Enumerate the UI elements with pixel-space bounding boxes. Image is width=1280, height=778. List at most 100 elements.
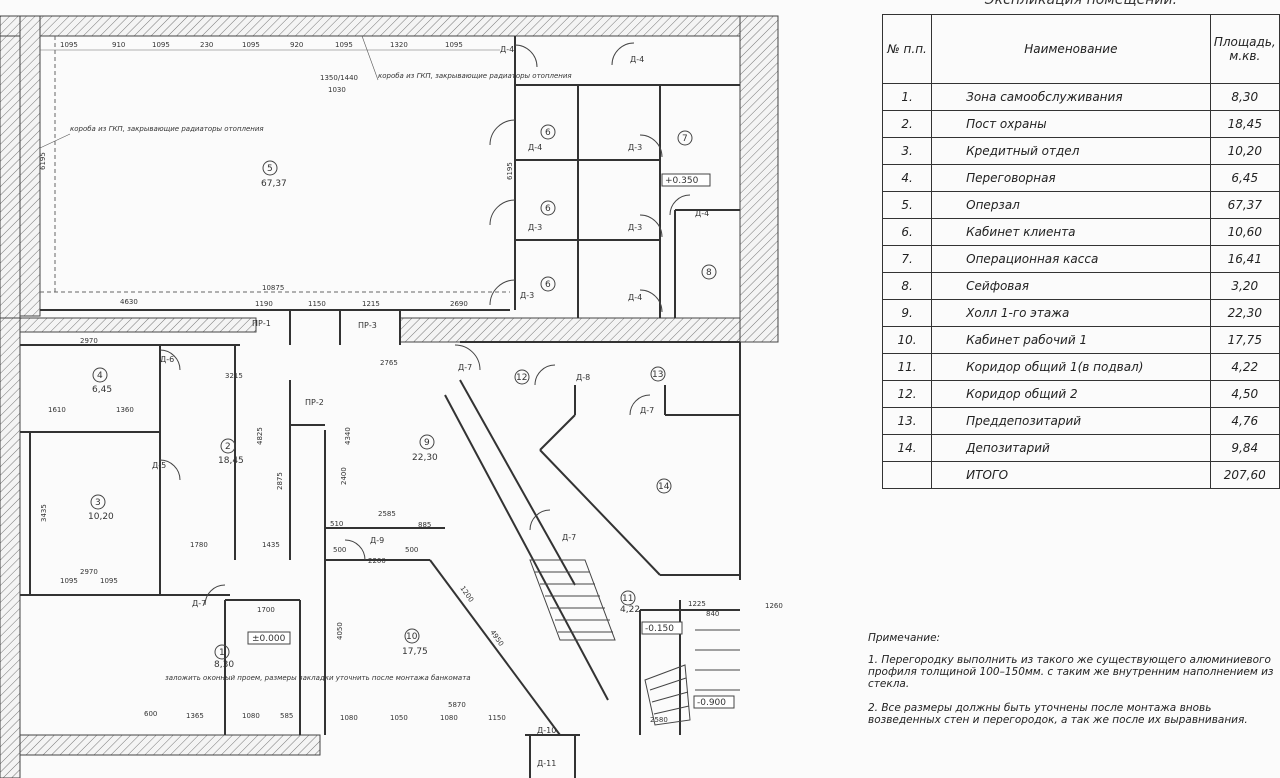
cell-no: 13.: [881, 407, 933, 435]
dimension-label: 6195: [506, 162, 514, 180]
dimension-label: 4950: [488, 629, 505, 648]
dimension-label: 510: [330, 520, 343, 528]
cell-area: 16,41: [1209, 245, 1280, 273]
cell-name: Коридор общий 2: [931, 380, 1211, 408]
room-6b-num: 6: [545, 204, 551, 214]
notes-block: Примечание: 1. Перегородку выполнить из …: [868, 632, 1280, 738]
cell-name: Операционная касса: [931, 245, 1211, 273]
room-1-area: 8,30: [214, 660, 234, 670]
dimension-label: 600: [144, 710, 157, 718]
cell-name: ИТОГО: [931, 461, 1211, 489]
room-5-num: 5: [267, 164, 273, 174]
opening-tag: ПР-1: [252, 319, 271, 328]
dimension-label: 585: [280, 712, 293, 720]
dimension-label: 1190: [255, 300, 273, 308]
dimension-label: 2765: [380, 359, 398, 367]
cell-no: 9.: [881, 299, 933, 327]
cell-no: 12.: [881, 380, 933, 408]
staircase: [529, 559, 740, 726]
dimension-label: 1260: [765, 602, 783, 610]
cell-name: Кредитный отдел: [931, 137, 1211, 165]
dimension-label: 1225: [688, 600, 706, 608]
cell-name: Оперзал: [931, 191, 1211, 219]
room-11-num: 11: [622, 594, 633, 604]
level-marks: +0.350 ±0.000 -0.150 -0.900: [247, 173, 735, 709]
cell-name: Кабинет клиента: [931, 218, 1211, 246]
door-tag: Д-3: [628, 223, 642, 232]
dimension-label: 1095: [152, 41, 170, 49]
room-13-num: 13: [652, 370, 663, 380]
room-1-num: 1: [219, 648, 225, 658]
dimension-label: 1150: [488, 714, 506, 722]
dimension-label: 920: [290, 41, 303, 49]
explication-title: Экспликация помещений.: [984, 0, 1178, 8]
room-2-area: 18,45: [218, 456, 244, 466]
dimension-label: 230: [200, 41, 213, 49]
annotation: заложить оконный проем, размеры закладки…: [165, 674, 471, 682]
dimension-label: 1050: [390, 714, 408, 722]
dimension-label: 885: [418, 521, 431, 529]
room-14-num: 14: [658, 482, 670, 492]
dimension-label: 1095: [100, 577, 118, 585]
room-9-area: 22,30: [412, 453, 438, 463]
door-tags: Д-4 Д-4 Д-3 Д-3 Д-3 Д-3 Д-4 Д-4 Д-4 Д-6 …: [152, 45, 709, 768]
dimension-label: 3435: [40, 504, 48, 522]
dimension-label: 1215: [362, 300, 380, 308]
room-7-num: 7: [682, 134, 688, 144]
dimension-label: 10875: [262, 284, 284, 292]
dimension-label: 1095: [60, 577, 78, 585]
room-2-num: 2: [225, 442, 231, 452]
table-row: 11.Коридор общий 1(в подвал)4,22: [881, 353, 1280, 381]
room-3-area: 10,20: [88, 512, 114, 522]
dimension-label: 1095: [60, 41, 78, 49]
door-tag: Д-7: [458, 363, 472, 372]
room-11-area: 4,22: [620, 605, 640, 615]
room-5-area: 67,37: [261, 179, 287, 189]
cell-name: Зона самообслуживания: [931, 83, 1211, 111]
cell-area: 17,75: [1209, 326, 1280, 354]
annotation: короба из ГКП, закрывающие радиаторы ото…: [378, 72, 572, 80]
door-tag: Д-8: [576, 373, 590, 382]
cell-area: 10,60: [1209, 218, 1280, 246]
dimension-label: 1320: [390, 41, 408, 49]
door-tag: Д-10: [537, 726, 556, 735]
level-mark: -0.150: [645, 624, 674, 634]
annotations: короба из ГКП, закрывающие радиаторы ото…: [39, 35, 572, 682]
level-mark: ±0.000: [252, 634, 286, 644]
col-header-area: Площадь, м.кв.: [1209, 14, 1280, 84]
room-6c-num: 6: [545, 280, 551, 290]
cell-name: Преддепозитарий: [931, 407, 1211, 435]
dimension-label: 1365: [186, 712, 204, 720]
col-header-name: Наименование: [931, 14, 1211, 84]
cell-no: 5.: [881, 191, 933, 219]
cell-name: Переговорная: [931, 164, 1211, 192]
cell-name: Пост охраны: [931, 110, 1211, 138]
dimension-label: 1700: [257, 606, 275, 614]
door-tag: Д-4: [500, 45, 514, 54]
dimension-label: 910: [112, 41, 125, 49]
explication-table: № п.п. Наименование Площадь, м.кв. 1.Зон…: [881, 14, 1280, 489]
cell-no: 4.: [881, 164, 933, 192]
door-tag: Д-3: [528, 223, 542, 232]
cell-name: Депозитарий: [931, 434, 1211, 462]
room-labels: 5 67,37 4 6,45 2 18,45 3 10,20 1 8,30 9 …: [88, 124, 717, 670]
annotation: короба из ГКП, закрывающие радиаторы ото…: [70, 125, 264, 133]
door-tag: Д-4: [695, 209, 709, 218]
interior-walls: [20, 36, 741, 778]
dimension-label: 3215: [225, 372, 243, 380]
floor-plan: 5 67,37 4 6,45 2 18,45 3 10,20 1 8,30 9 …: [0, 15, 783, 778]
door-tag: Д-7: [562, 533, 576, 542]
cell-area: 10,20: [1209, 137, 1280, 165]
notes-heading: Примечание:: [868, 632, 941, 644]
cell-area: 8,30: [1209, 83, 1280, 111]
dimension-label: 4825: [256, 427, 264, 445]
